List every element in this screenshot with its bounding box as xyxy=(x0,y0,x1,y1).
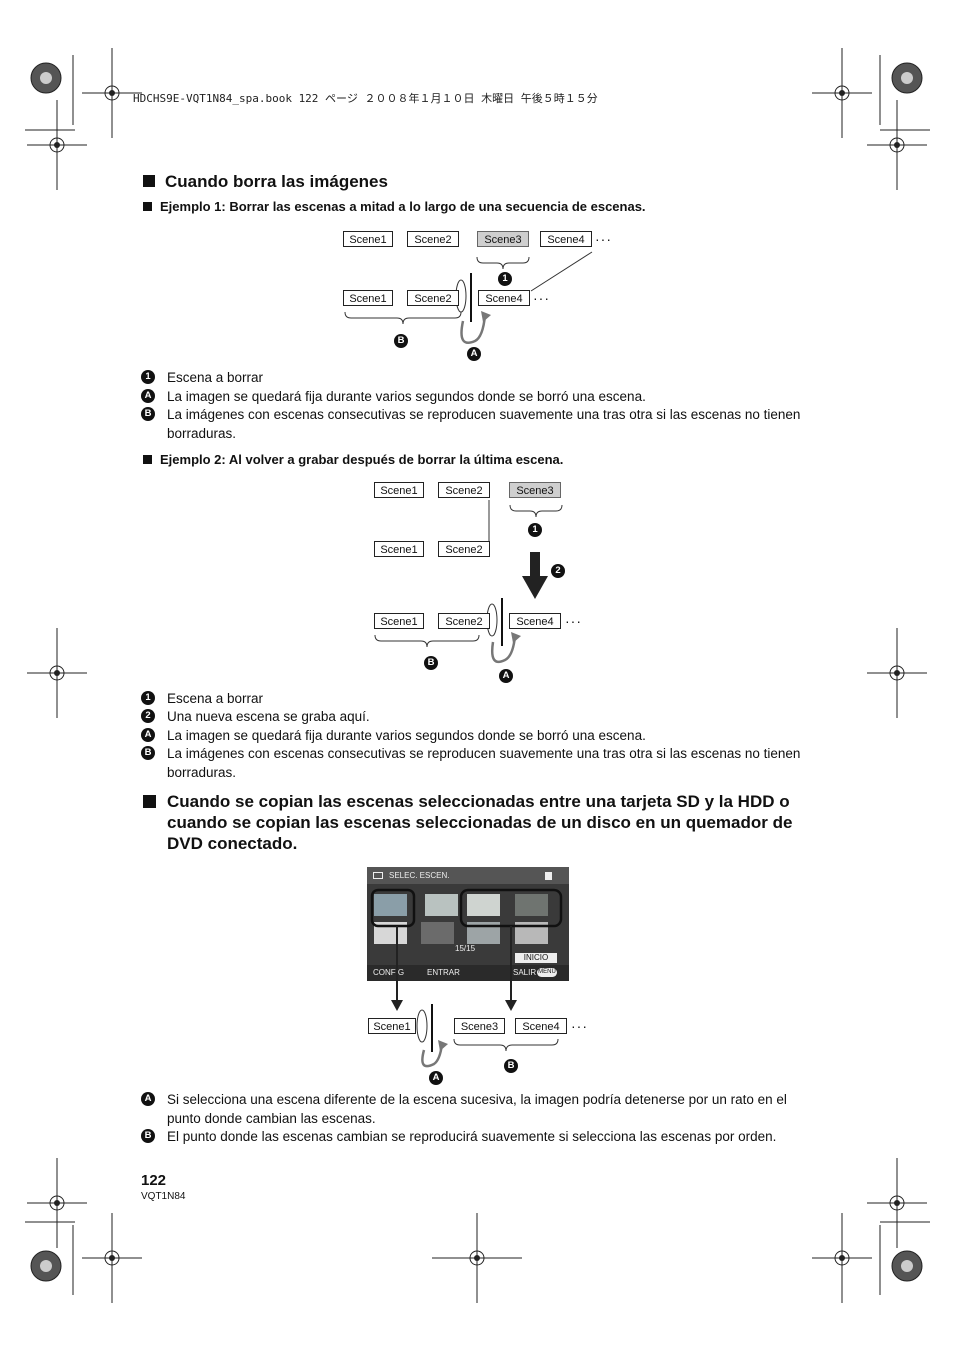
scene-box: Scene2 xyxy=(407,290,459,306)
scene-box: Scene3 xyxy=(454,1018,505,1034)
note-item: 2 Una nueva escena se graba aquí. xyxy=(141,707,821,726)
scene-box: Scene1 xyxy=(343,231,393,247)
section-heading-text: Cuando borra las imágenes xyxy=(165,172,388,191)
note-text: La imagen se quedará fija durante varios… xyxy=(167,726,821,745)
marker-2-icon: 2 xyxy=(141,709,155,723)
marker-b-icon: B xyxy=(504,1059,518,1073)
note-text: La imagen se quedará fija durante varios… xyxy=(167,387,821,406)
scene-box: Scene2 xyxy=(438,482,490,498)
note-item: A Si selecciona una escena diferente de l… xyxy=(141,1090,821,1128)
note-text: El punto donde las escenas cambian se re… xyxy=(167,1127,821,1146)
section-heading-delete: Cuando borra las imágenes xyxy=(143,172,388,192)
marker-b-icon: B xyxy=(141,407,155,421)
example1-heading: Ejemplo 1: Borrar las escenas a mitad a … xyxy=(143,199,646,214)
scene-box: Scene4 xyxy=(509,613,561,629)
example2-heading: Ejemplo 2: Al volver a grabar después de… xyxy=(143,452,563,467)
card-icon xyxy=(545,872,552,880)
example1-title: Ejemplo 1: Borrar las escenas a mitad a … xyxy=(160,199,646,214)
note-text: Si selecciona una escena diferente de la… xyxy=(167,1090,821,1128)
scene-box: Scene2 xyxy=(438,613,490,629)
bullet-square-icon xyxy=(143,455,152,464)
section-heading-text: Cuando se copian las escenas seleccionad… xyxy=(167,791,803,854)
scene-box: Scene1 xyxy=(343,290,393,306)
marker-b-icon: B xyxy=(424,656,438,670)
scene-box: Scene4 xyxy=(515,1018,567,1034)
marker-b-icon: B xyxy=(141,746,155,760)
marker-a-icon: A xyxy=(499,669,513,683)
note-text: Escena a borrar xyxy=(167,689,821,708)
note-text: Escena a borrar xyxy=(167,368,821,387)
scene-box-deleted: Scene3 xyxy=(477,231,529,247)
marker-1-icon: 1 xyxy=(498,272,512,286)
note-item: A La imagen se quedará fija durante vario… xyxy=(141,726,821,745)
marker-1-icon: 1 xyxy=(528,523,542,537)
screen-title: SELEC. ESCEN. xyxy=(389,871,449,880)
marker-1-icon: 1 xyxy=(141,370,155,384)
scene-box: Scene1 xyxy=(374,482,424,498)
continuation-dots: ··· xyxy=(571,1021,588,1031)
marker-a-icon: A xyxy=(429,1071,443,1085)
document-code: VQT1N84 xyxy=(141,1191,185,1202)
page-number: 122 xyxy=(141,1172,166,1189)
note-text: La imágenes con escenas consecutivas se … xyxy=(167,405,821,443)
scene-box: Scene4 xyxy=(540,231,592,247)
scene-box: Scene1 xyxy=(368,1018,416,1034)
marker-1-icon: 1 xyxy=(141,691,155,705)
note-item: B La imágenes con escenas consecutivas se… xyxy=(141,405,821,443)
continuation-dots: ··· xyxy=(565,616,582,626)
marker-2-icon: 2 xyxy=(551,564,565,578)
marker-a-icon: A xyxy=(141,389,155,403)
scene-box-deleted: Scene3 xyxy=(509,482,561,498)
scene-box: Scene1 xyxy=(374,613,424,629)
marker-a-icon: A xyxy=(467,347,481,361)
note-item: B La imágenes con escenas consecutivas se… xyxy=(141,744,821,782)
note-text: La imágenes con escenas consecutivas se … xyxy=(167,744,821,782)
marker-b-icon: B xyxy=(141,1129,155,1143)
copy-diagram-lines xyxy=(360,880,600,1080)
note-text: Una nueva escena se graba aquí. xyxy=(167,707,821,726)
scene-box: Scene1 xyxy=(374,541,424,557)
note-item: 1 Escena a borrar xyxy=(141,368,821,387)
scene-box: Scene2 xyxy=(407,231,459,247)
bullet-square-icon xyxy=(143,175,155,187)
example2-title: Ejemplo 2: Al volver a grabar después de… xyxy=(160,452,563,467)
marker-a-icon: A xyxy=(141,728,155,742)
section-heading-copy: Cuando se copian las escenas seleccionad… xyxy=(143,791,803,854)
example2-diagram-lines xyxy=(365,478,595,688)
scene-box: Scene4 xyxy=(478,290,530,306)
bullet-square-icon xyxy=(143,795,156,808)
scene-box: Scene2 xyxy=(438,541,490,557)
marker-a-icon: A xyxy=(141,1092,155,1106)
note-item: 1 Escena a borrar xyxy=(141,689,821,708)
bullet-square-icon xyxy=(143,202,152,211)
continuation-dots: ··· xyxy=(595,234,612,244)
continuation-dots: ··· xyxy=(533,293,550,303)
note-item: B El punto donde las escenas cambian se r… xyxy=(141,1127,821,1146)
note-item: A La imagen se quedará fija durante vario… xyxy=(141,387,821,406)
copy-icon xyxy=(373,872,383,879)
book-file-header: HDCHS9E-VQT1N84_spa.book 122 ページ ２００８年１月… xyxy=(133,90,598,106)
marker-b-icon: B xyxy=(394,334,408,348)
